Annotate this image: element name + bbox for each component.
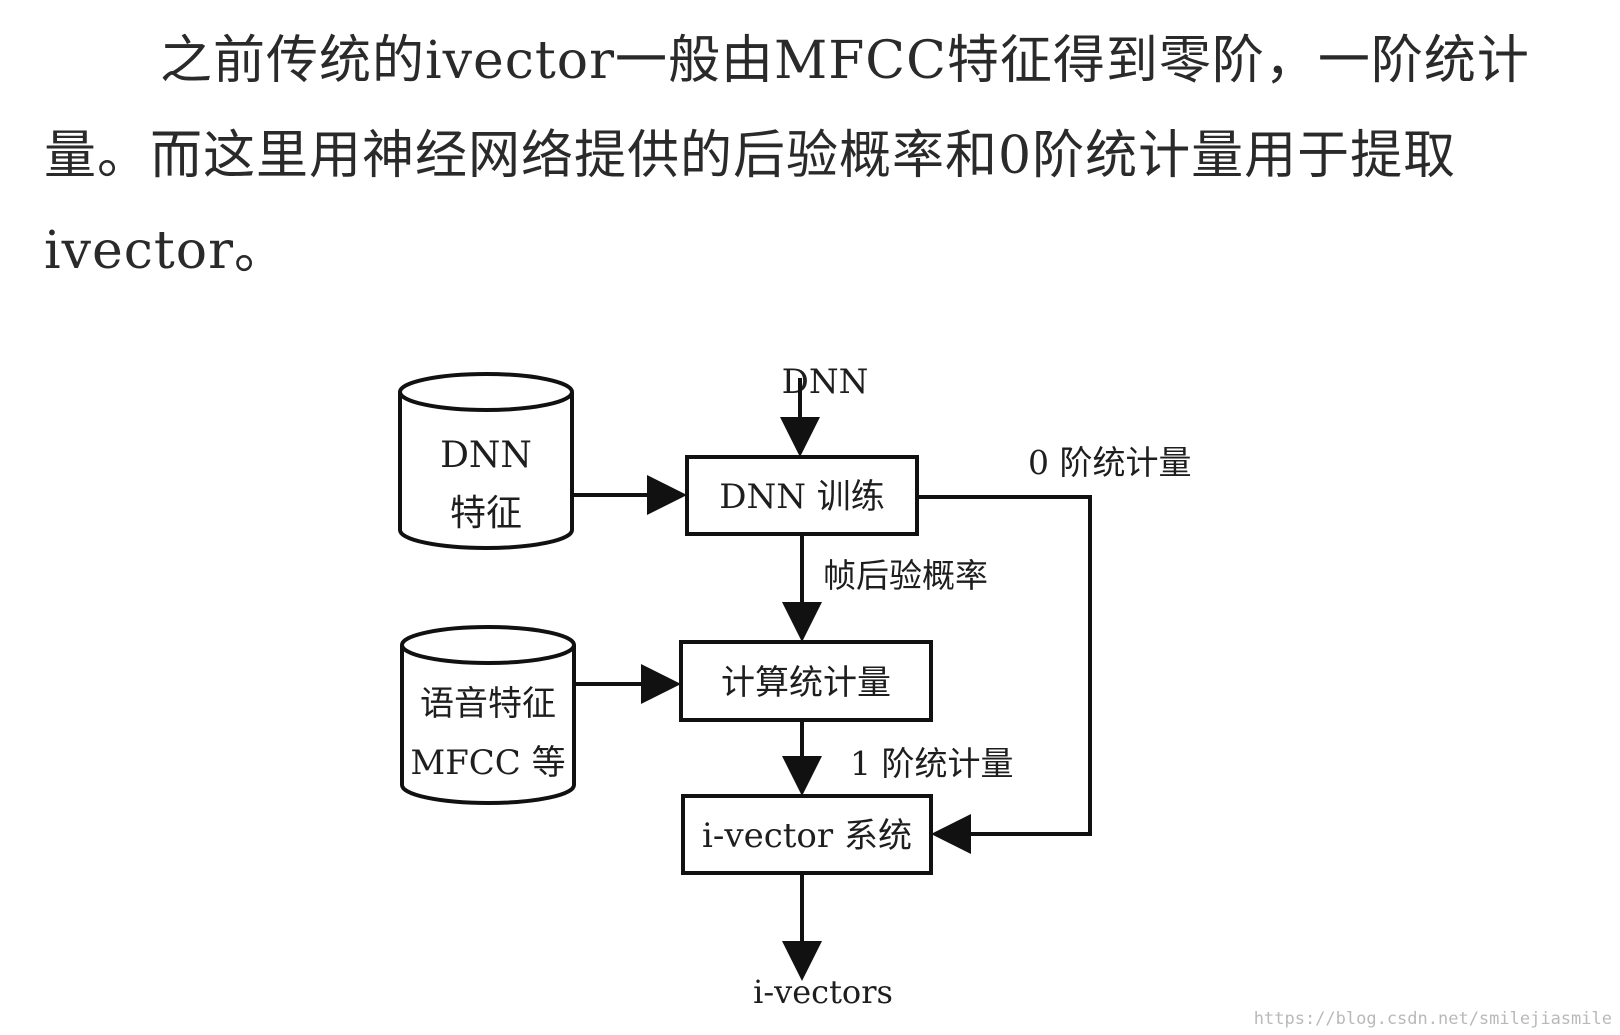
dnn-features-line2: 特征 (450, 493, 522, 534)
frame-posterior-label: 帧后验概率 (823, 556, 988, 595)
dnn-features-line1: DNN (440, 435, 532, 476)
dnn-features-database: DNN 特征 (398, 372, 574, 550)
ivector-system-box: i-vector 系统 (681, 794, 933, 875)
speech-features-line2: MFCC 等 (410, 743, 565, 783)
zero-order-stats-path (917, 495, 1092, 854)
zero-order-stats-label: 0 阶统计量 (1028, 443, 1192, 482)
first-order-stats-label: 1 阶统计量 (850, 744, 1014, 783)
speech-features-line1: 语音特征 (420, 684, 556, 724)
dnn-input-label: DNN (782, 362, 869, 402)
dnn-training-box: DNN 训练 (685, 455, 919, 536)
dnn-training-label: DNN 训练 (719, 477, 885, 517)
intro-paragraph: 之前传统的ivector一般由MFCC特征得到零阶，一阶统计量。而这里用神经网络… (44, 31, 1530, 281)
compute-stats-label: 计算统计量 (721, 663, 891, 703)
ivector-system-label: i-vector 系统 (702, 816, 912, 856)
ivectors-output-label: i-vectors (753, 973, 893, 1011)
watermark: https://blog.csdn.net/smilejiasmile (1253, 1009, 1612, 1029)
compute-stats-box: 计算统计量 (679, 640, 933, 722)
speech-features-database: 语音特征 MFCC 等 (400, 625, 576, 805)
